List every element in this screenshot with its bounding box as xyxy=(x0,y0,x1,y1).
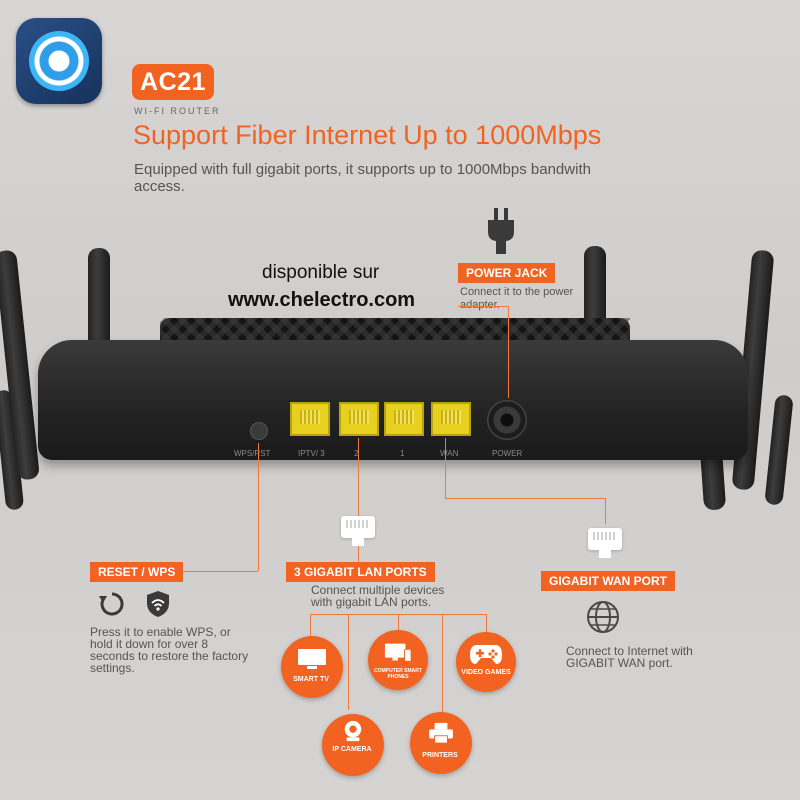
lan-port-1 xyxy=(384,402,424,436)
connector-line xyxy=(310,614,311,644)
power-port xyxy=(487,400,527,440)
port-label-iptv: IPTV/ 3 xyxy=(298,449,325,458)
wps-reset-button xyxy=(250,422,268,440)
connector-line xyxy=(508,306,509,398)
model-badge: AC21 xyxy=(132,64,214,100)
port-label-power: POWER xyxy=(492,449,523,458)
connector-line xyxy=(348,614,349,710)
port-label-lan2: 2 xyxy=(354,449,359,458)
promo-url[interactable]: www.chelectro.com xyxy=(228,289,416,311)
port-label-lan1: 1 xyxy=(400,449,405,458)
connector-line xyxy=(358,546,359,562)
lan-ports-label: 3 GIGABIT LAN PORTS xyxy=(286,562,435,582)
connector-line xyxy=(486,614,487,640)
computer-icon xyxy=(384,643,412,662)
wps-icon xyxy=(147,591,169,617)
connector-line xyxy=(458,306,508,307)
device-label: VIDEO GAMES xyxy=(461,669,511,676)
model-subtitle: WI-FI ROUTER xyxy=(134,106,221,116)
promo-line-1: disponible sur xyxy=(262,262,380,283)
device-label: IP CAMERA xyxy=(332,746,372,753)
video-games-device: VIDEO GAMES xyxy=(456,632,516,692)
wan-port-label: GIGABIT WAN PORT xyxy=(541,571,675,591)
ip-camera-device: IP CAMERA xyxy=(322,714,384,776)
connector-line xyxy=(445,498,605,499)
lan-port-2 xyxy=(339,402,379,436)
power-jack-label: POWER JACK xyxy=(458,263,556,283)
reset-icon xyxy=(99,592,124,616)
printer-icon xyxy=(429,722,453,744)
ethernet-icon xyxy=(588,528,622,558)
connector-line xyxy=(258,443,259,571)
lan-ports-desc: Connect multiple devices with gigabit LA… xyxy=(311,583,445,609)
device-label: PRINTERS xyxy=(422,752,458,759)
connector-line xyxy=(605,498,606,524)
connector-line xyxy=(445,438,446,498)
port-label-wps: WPS/RST xyxy=(234,449,271,458)
wan-port xyxy=(431,402,471,436)
globe-icon xyxy=(587,601,619,633)
ethernet-icon xyxy=(341,516,375,546)
computer-device: COMPUTER SMART PHONES xyxy=(368,630,428,690)
reset-wps-desc: Press it to enable WPS, or hold it down … xyxy=(90,625,249,675)
wan-port-desc: Connect to Internet with GIGABIT WAN por… xyxy=(566,644,693,670)
reset-wps-label: RESET / WPS xyxy=(90,562,184,582)
connector-line xyxy=(442,614,443,712)
camera-icon xyxy=(344,720,362,742)
port-label-wan: WAN xyxy=(440,449,459,458)
gamepad-icon xyxy=(470,645,502,664)
headline: Support Fiber Internet Up to 1000Mbps xyxy=(133,120,602,150)
antenna xyxy=(764,394,794,506)
device-label: SMART TV xyxy=(293,676,329,683)
connector-line xyxy=(180,571,258,572)
connector-line xyxy=(358,438,359,516)
plug-icon xyxy=(488,208,514,254)
subline: Equipped with full gigabit ports, it sup… xyxy=(134,161,591,195)
printers-device: PRINTERS xyxy=(410,712,472,774)
router-body xyxy=(38,340,748,460)
power-jack-desc: Connect it to the power adapter. xyxy=(460,286,574,311)
iptv-port xyxy=(290,402,330,436)
tv-icon xyxy=(298,649,326,669)
smart-tv-device: SMART TV xyxy=(281,636,343,698)
device-label: COMPUTER SMART PHONES xyxy=(374,668,422,680)
connector-line xyxy=(398,614,399,638)
app-icon[interactable] xyxy=(16,18,102,104)
